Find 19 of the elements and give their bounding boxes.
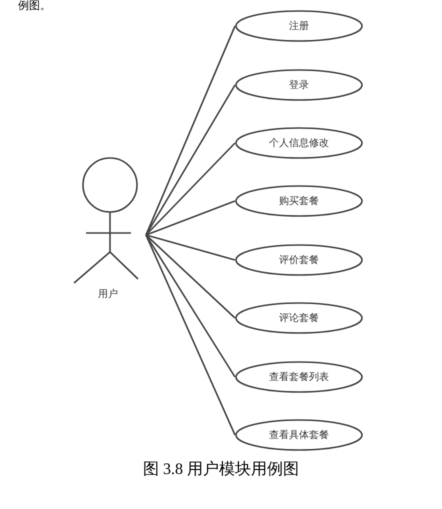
figure-caption: 图 3.8 用户模块用例图 [143,461,299,478]
use-case-label: 登录 [289,79,309,92]
association-line [146,200,236,236]
association-line [146,234,236,261]
association-line [145,84,236,236]
use-case-label: 注册 [289,20,309,33]
use-case-label: 查看套餐列表 [269,370,329,384]
association-line [145,234,236,319]
use-case-label: 评价套餐 [279,254,319,267]
association-line [145,234,236,378]
use-case-label: 查看具体套餐 [269,428,329,442]
use-case-label: 购买套餐 [279,194,319,208]
use-case-label: 个人信息修改 [269,136,329,150]
association-line [145,142,236,236]
association-line [145,234,236,436]
use-case-label: 评论套餐 [279,312,319,325]
actor-name: 用户 [98,288,118,301]
association-line [145,26,236,236]
note-text: 例图。 [18,0,51,12]
